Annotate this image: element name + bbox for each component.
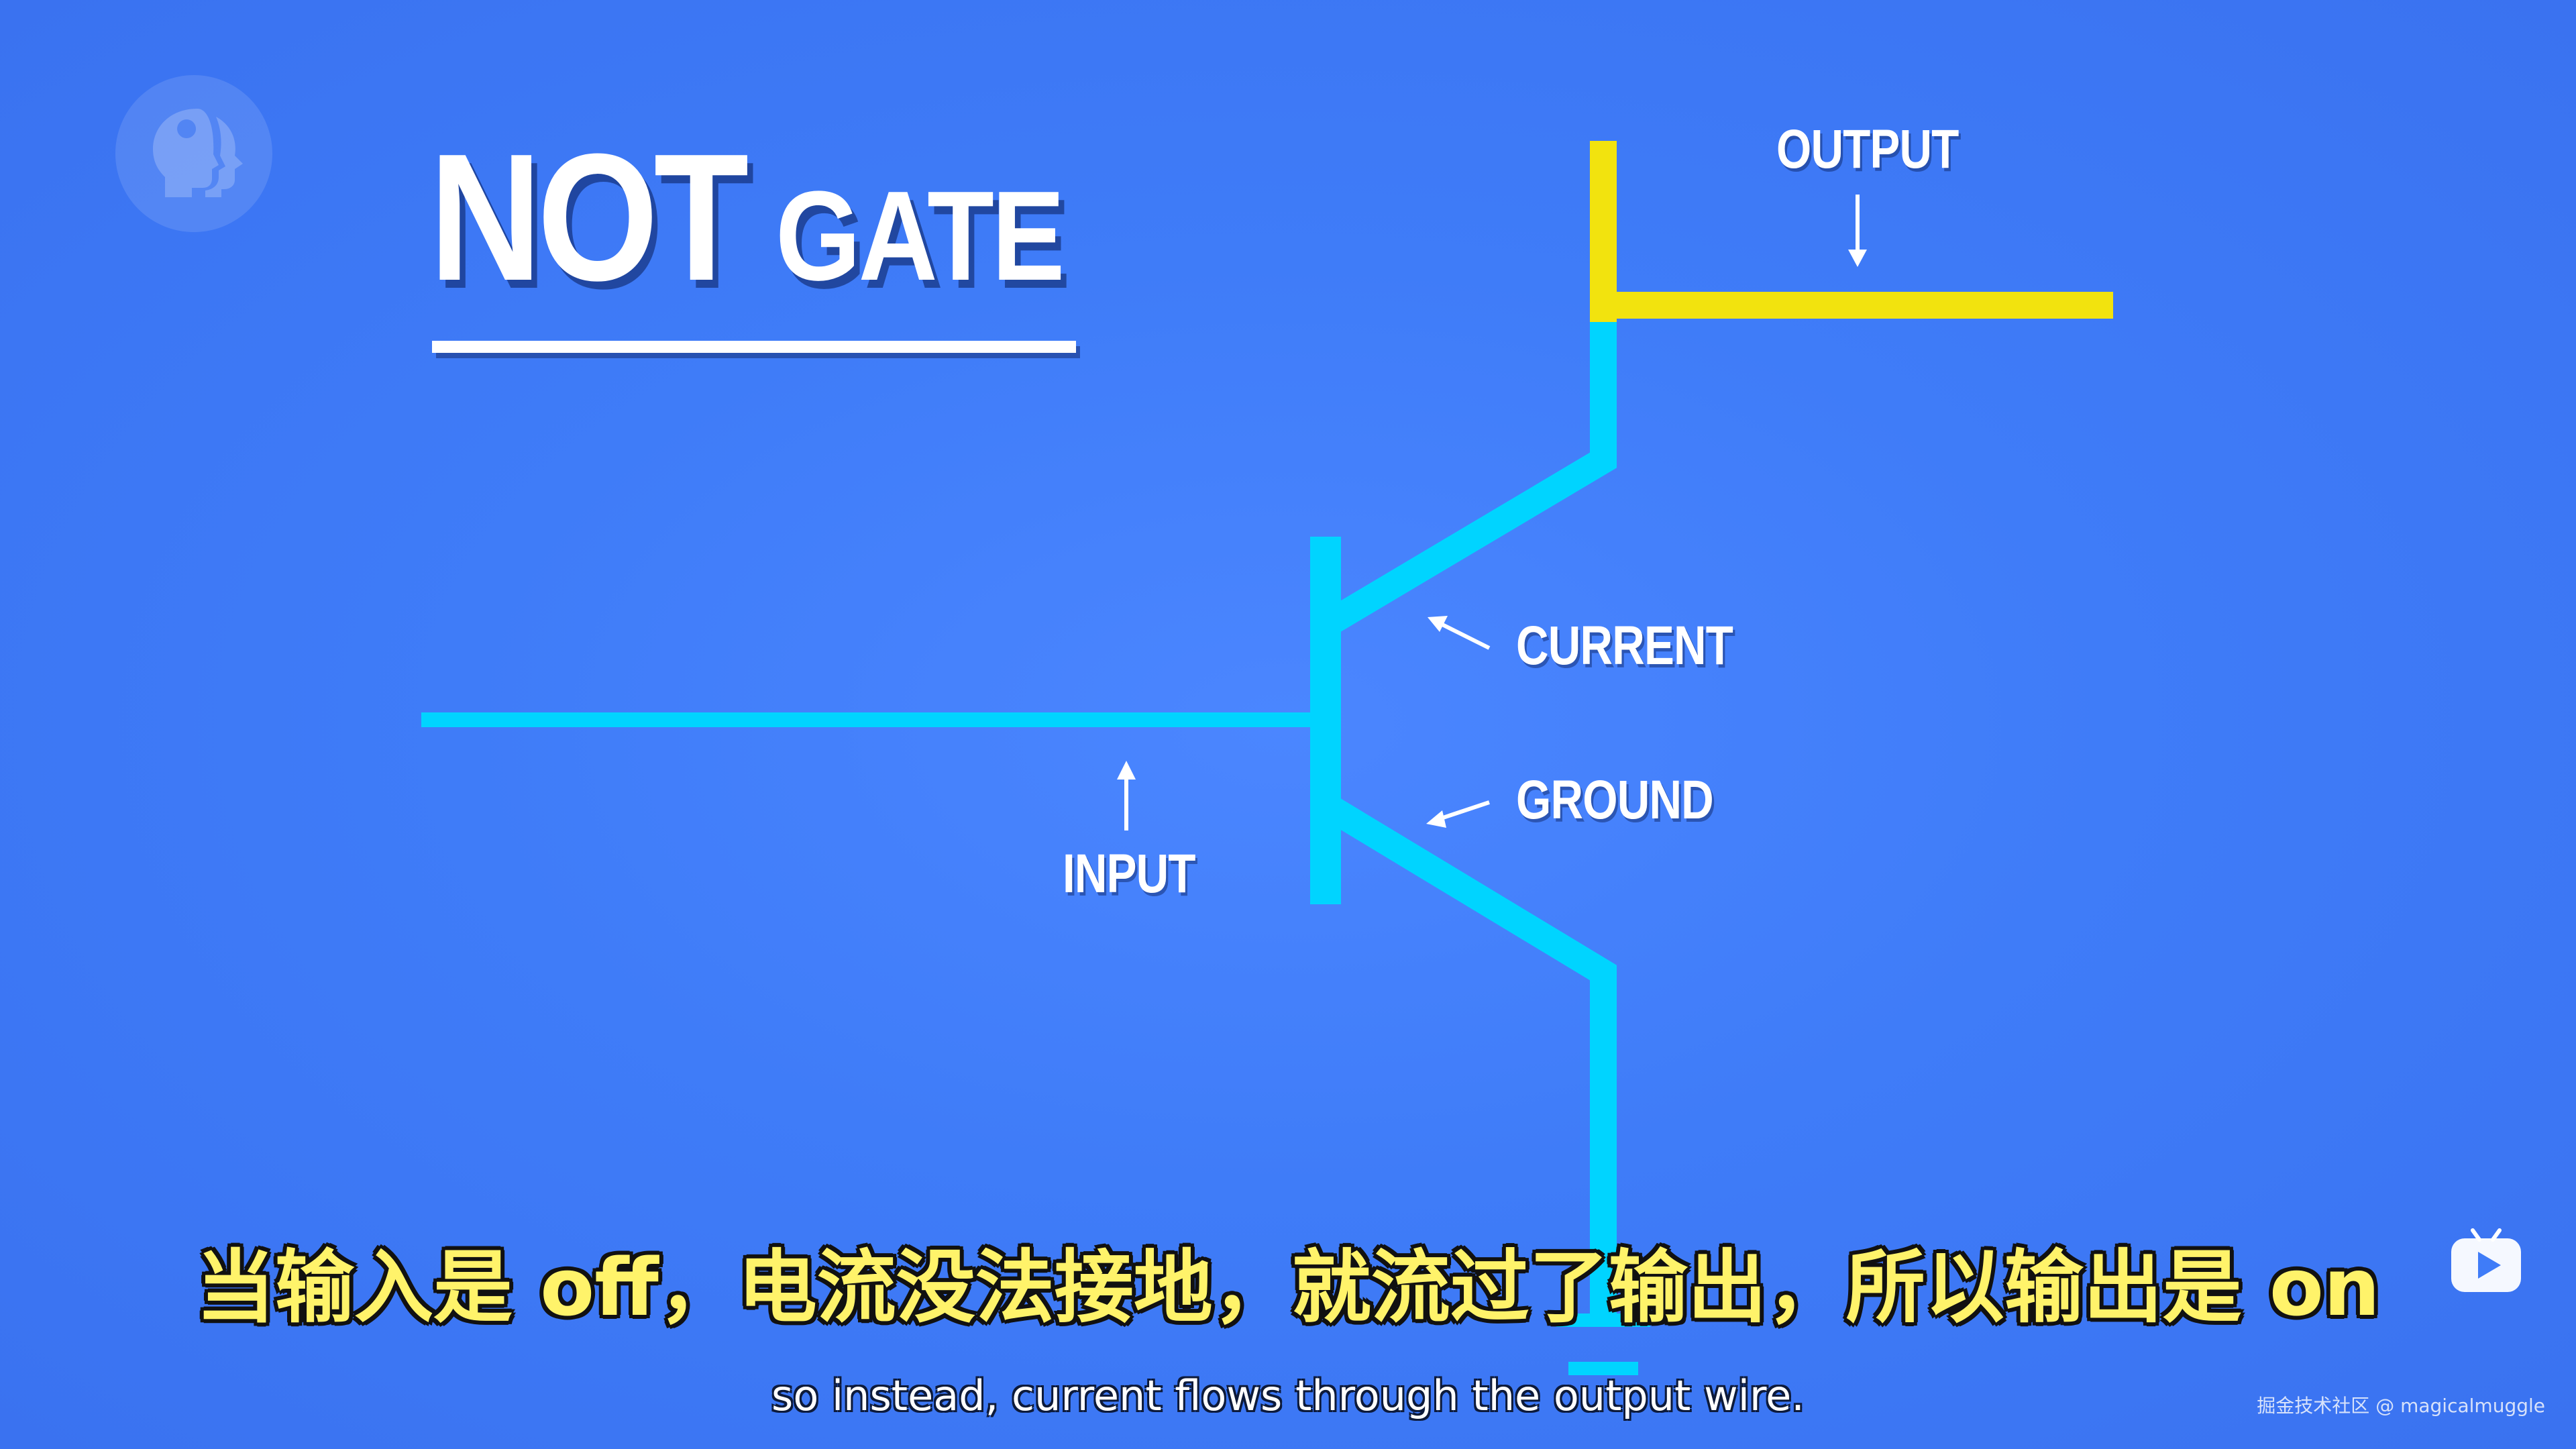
ground-arrow-icon: [1426, 800, 1490, 828]
emitter-lead: [1318, 793, 1617, 1315]
title-underline: [432, 341, 1076, 353]
play-badge-icon[interactable]: [2449, 1228, 2524, 1295]
pbs-heads-logo-icon: [115, 75, 272, 232]
output-arrow-icon: [1848, 195, 1867, 267]
subtitle-english: so instead, current flows through the ou…: [771, 1371, 1805, 1420]
label-input: INPUT: [1063, 843, 1195, 904]
label-current: CURRENT: [1516, 615, 1733, 676]
label-output: OUTPUT: [1776, 119, 1959, 180]
transistor-base-bar: [1310, 537, 1341, 904]
label-ground: GROUND: [1516, 769, 1714, 830]
title-gate: GATE: [775, 165, 1065, 307]
current-arrow-icon: [1428, 616, 1491, 650]
subtitle-chinese: 当输入是 off，电流没法接地，就流过了输出，所以输出是 on: [196, 1241, 2380, 1334]
input-wire: [421, 712, 1313, 727]
collector-lead: [1318, 314, 1617, 637]
watermark: 掘金技术社区 @ magicalmuggle: [2257, 1395, 2545, 1417]
ground-symbol-line-2: [1568, 1362, 1638, 1375]
ground-symbol-line-1: [1556, 1313, 1650, 1327]
title-not: NOT: [429, 117, 749, 319]
input-arrow-icon: [1117, 761, 1136, 830]
output-wire-horizontal: [1590, 292, 2113, 319]
